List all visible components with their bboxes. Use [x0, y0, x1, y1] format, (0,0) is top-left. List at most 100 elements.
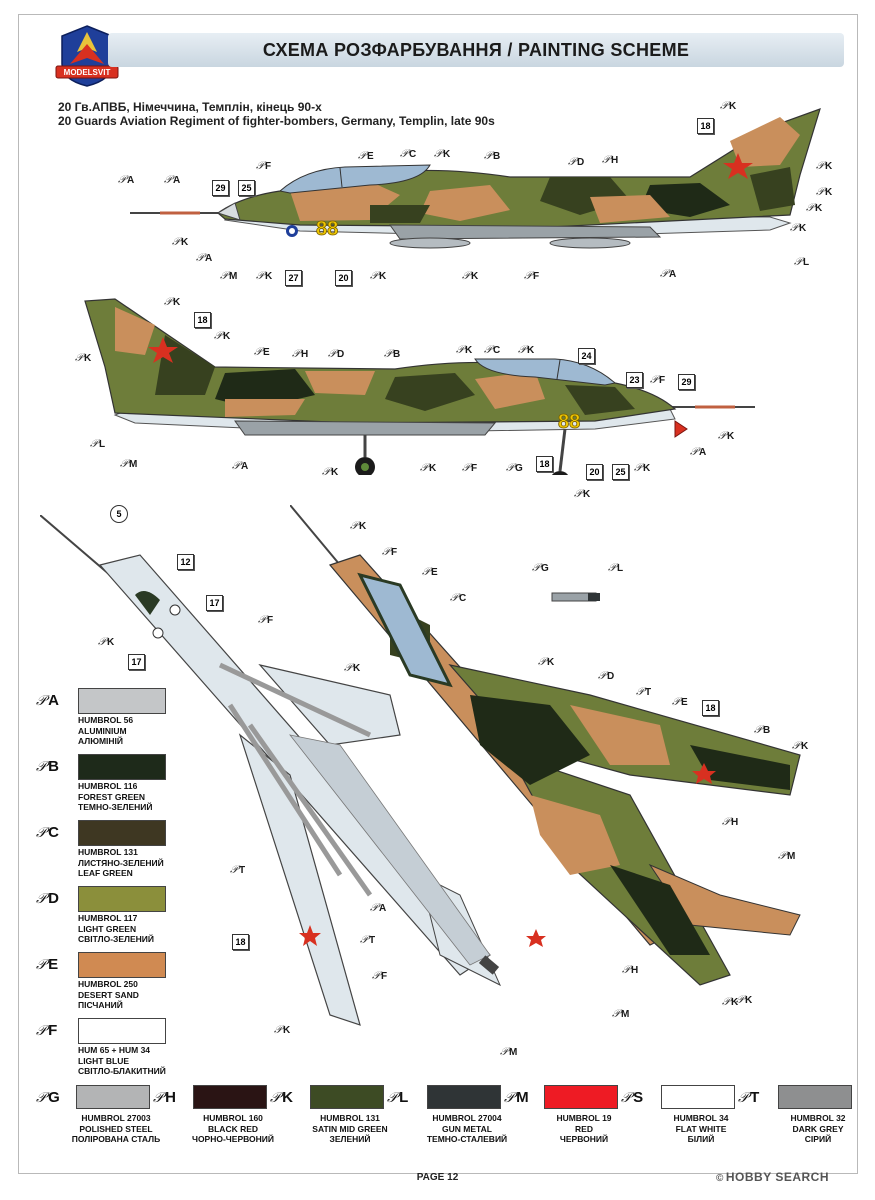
decal-number: 20 [586, 464, 603, 480]
brush-icon: 𝒫 [36, 692, 47, 708]
color-swatch [78, 1018, 166, 1044]
color-swatch [76, 1085, 150, 1109]
decal-number: 29 [212, 180, 229, 196]
brush-icon: 𝒫 [36, 758, 47, 774]
bottom-view [40, 515, 502, 1026]
color-swatch [78, 886, 166, 912]
decal-number: 23 [626, 372, 643, 388]
decal-number: 17 [128, 654, 145, 670]
page-border [18, 14, 858, 1174]
brush-icon: 𝒫 [36, 956, 47, 972]
decal-number: 18 [194, 312, 211, 328]
decal-number: 18 [702, 700, 719, 716]
watermark-symbol: © [716, 1173, 724, 1184]
decal-number: 29 [678, 374, 695, 390]
brush-icon: 𝒫 [504, 1089, 515, 1105]
brush-icon: 𝒫 [270, 1089, 281, 1105]
decal-number: 25 [238, 180, 255, 196]
header-band [108, 33, 844, 67]
brush-icon: 𝒫 [738, 1089, 749, 1105]
brush-icon: 𝒫 [153, 1089, 164, 1105]
color-swatch [661, 1085, 735, 1109]
decal-number: 17 [206, 595, 223, 611]
decal-number: 12 [177, 554, 194, 570]
decal-number: 18 [232, 934, 249, 950]
unit-name-en: 20 Guards Aviation Regiment of fighter-b… [58, 114, 495, 128]
brush-icon: 𝒫 [621, 1089, 632, 1105]
decal-number: 27 [285, 270, 302, 286]
decal-number: 18 [697, 118, 714, 134]
color-swatch [193, 1085, 267, 1109]
decal-number: 24 [578, 348, 595, 364]
color-swatch [78, 820, 166, 846]
top-view [290, 505, 801, 986]
color-swatch [78, 688, 166, 714]
color-swatch [778, 1085, 852, 1109]
tail-number-side2: 88 [558, 411, 580, 433]
tail-number-side1: 88 [316, 218, 338, 240]
